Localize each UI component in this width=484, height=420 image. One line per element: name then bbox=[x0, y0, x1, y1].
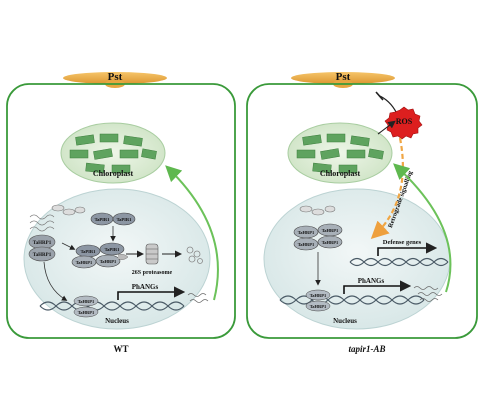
chloroplast-label-right: Chloroplast bbox=[320, 169, 361, 178]
mrna-fragments-right bbox=[299, 205, 336, 216]
nucleus-label-right: Nucleus bbox=[333, 317, 357, 325]
phangs-gene-arrow bbox=[117, 286, 186, 300]
wt-panel: Pst Chloroplast Nucleus bbox=[6, 71, 236, 354]
inhibition-bar bbox=[375, 91, 384, 101]
svg-text:TaHRP1: TaHRP1 bbox=[78, 310, 95, 315]
tahrp1-protein bbox=[305, 300, 331, 312]
chloroplast-label-left: Chloroplast bbox=[93, 169, 134, 178]
tahrp1-protein bbox=[28, 246, 56, 262]
nuclear-arrow bbox=[43, 261, 68, 301]
tahrp1-on-dna-right: TaHRP1 TaHRP1 bbox=[305, 289, 331, 312]
tahrp1-protein bbox=[95, 254, 121, 268]
svg-text:TaHRP1: TaHRP1 bbox=[33, 241, 52, 246]
chloroplast-left: Chloroplast bbox=[60, 122, 166, 184]
svg-text:TaPIR1: TaPIR1 bbox=[95, 217, 111, 222]
proteasome-label: 26S proteasome bbox=[132, 270, 173, 276]
mutant-caption: tapir1-AB bbox=[348, 344, 385, 354]
svg-text:TaHRP1: TaHRP1 bbox=[298, 230, 315, 235]
peptide-fragments-icon bbox=[186, 246, 203, 264]
proteasome-icon bbox=[145, 243, 159, 265]
svg-text:TaHRP1: TaHRP1 bbox=[100, 259, 117, 264]
transcripts-icon bbox=[413, 286, 443, 302]
cell-wall-right bbox=[246, 83, 478, 339]
anterograde-arrow-right bbox=[393, 163, 452, 293]
svg-text:TaPIR1: TaPIR1 bbox=[105, 247, 121, 252]
tahrp1-protein bbox=[317, 235, 343, 249]
svg-text:TaHRP1: TaHRP1 bbox=[322, 240, 339, 245]
svg-text:TaHRP1: TaHRP1 bbox=[78, 299, 95, 304]
retrograde-signal-arrow bbox=[370, 137, 404, 240]
tahrp1-cluster-right: TaHRP1 TaHRP1 TaHRP1 TaHRP1 bbox=[293, 223, 343, 251]
svg-text:TaHRP1: TaHRP1 bbox=[322, 228, 339, 233]
svg-text:TaHRP1: TaHRP1 bbox=[33, 253, 52, 258]
svg-text:TaHRP1: TaHRP1 bbox=[310, 304, 327, 309]
tahrp1-protein bbox=[293, 237, 319, 251]
ros-production-arrow bbox=[377, 120, 396, 135]
ros-label: ROS bbox=[396, 117, 413, 126]
svg-text:TaPIR1: TaPIR1 bbox=[117, 217, 133, 222]
phangs-label-left: PhANGs bbox=[132, 283, 159, 291]
pst-label-left: Pst bbox=[108, 71, 123, 83]
wt-caption: WT bbox=[113, 344, 128, 354]
dna-defense-right bbox=[349, 257, 449, 267]
ros-burst-icon: ROS bbox=[384, 106, 423, 140]
defense-gene-arrow bbox=[377, 242, 438, 256]
transcripts-icon bbox=[187, 293, 209, 303]
phangs-gene-arrow-right bbox=[343, 280, 412, 294]
nucleus-label-left: Nucleus bbox=[105, 317, 129, 325]
tahrp1-on-dna-left: TaHRP1 TaHRP1 bbox=[73, 295, 99, 318]
tahrp1-cluster-left: TaHRP1 TaHRP1 bbox=[28, 234, 56, 262]
tapir1-protein bbox=[112, 212, 136, 226]
tapir1-protein bbox=[99, 242, 125, 256]
tahrp1-protein bbox=[305, 289, 331, 301]
mrna-fragments-left bbox=[29, 204, 86, 232]
dna-helix-right bbox=[279, 295, 425, 305]
binding-arrow bbox=[61, 242, 76, 250]
tapir1-pair-left: TaPIR1 TaPIR1 bbox=[90, 212, 136, 226]
svg-text:TaHRP1: TaHRP1 bbox=[298, 242, 315, 247]
svg-text:TaHRP1: TaHRP1 bbox=[76, 260, 93, 265]
dna-helix-left bbox=[39, 301, 185, 311]
chloroplast-right: Chloroplast bbox=[287, 122, 393, 184]
pst-pathogen-left: Pst bbox=[63, 71, 167, 88]
mutant-panel: Pst ROS Chloroplast bbox=[246, 71, 478, 354]
anterograde-arrow bbox=[165, 165, 219, 301]
pst-pathogen-right: Pst bbox=[291, 71, 395, 88]
tahrp1-protein bbox=[73, 306, 99, 318]
tahrp1-protein bbox=[73, 295, 99, 307]
phangs-label-right: PhANGs bbox=[358, 277, 385, 285]
cell-wall-left bbox=[6, 83, 236, 339]
defense-genes-label: Defense genes bbox=[383, 239, 422, 246]
svg-text:TaPIR1: TaPIR1 bbox=[81, 249, 97, 254]
svg-text:TaHRP1: TaHRP1 bbox=[310, 293, 327, 298]
tapir1-tahrp1-complex: TaPIR1 TaPIR1 TaHRP1 TaHRP1 bbox=[71, 242, 129, 269]
pst-label-right: Pst bbox=[336, 71, 351, 83]
